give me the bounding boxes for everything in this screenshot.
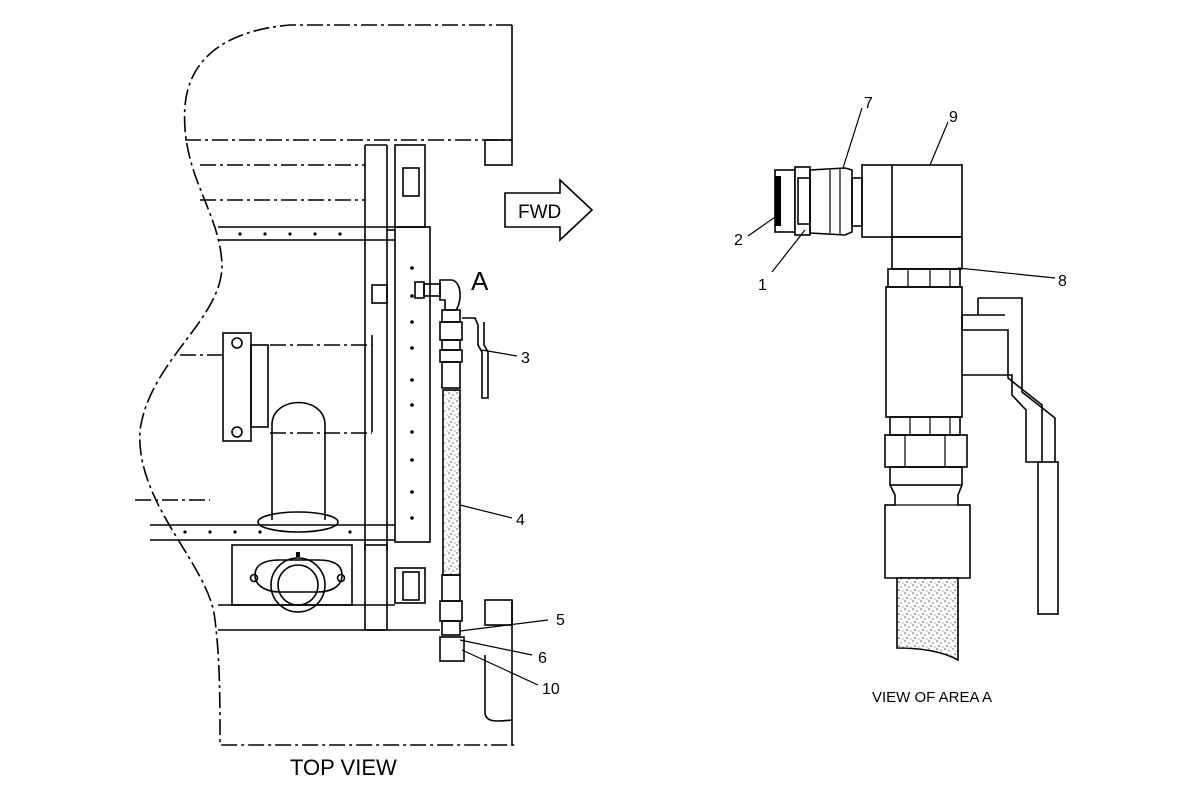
callout-6: 6 — [538, 650, 547, 667]
internal-phantom-lines — [135, 335, 373, 501]
area-a-marker: A — [471, 266, 489, 296]
callout-8: 8 — [1058, 273, 1067, 290]
adapter-stack — [774, 166, 863, 236]
port-flange — [218, 544, 440, 631]
hose-assembly — [439, 349, 465, 662]
elbow-fitting — [414, 279, 461, 311]
callout-3: 3 — [521, 350, 530, 367]
fwd-direction-arrow: FWD — [504, 178, 594, 242]
top-view-label: TOP VIEW — [290, 755, 397, 780]
ball-valve — [439, 309, 489, 399]
hose — [442, 389, 461, 576]
hex-nipple-8 — [887, 268, 961, 288]
cross-member-upper — [218, 226, 395, 241]
area-view-label: VIEW OF AREA A — [872, 689, 992, 706]
callout-10: 10 — [542, 681, 560, 698]
lower-fittings — [884, 416, 971, 579]
area-a-view: 7 9 2 1 8 VIEW OF AREA A — [734, 95, 1067, 706]
top-view: FWD A 3 4 5 6 10 TOP VIEW — [135, 24, 594, 780]
frame-phantom-outline — [139, 24, 515, 746]
callout-4: 4 — [516, 512, 525, 529]
cross-member-lower — [150, 524, 395, 541]
callout-2: 2 — [734, 232, 743, 249]
left-callouts: 3 4 5 6 10 — [459, 349, 565, 698]
callout-5: 5 — [556, 612, 565, 629]
flange-bracket — [222, 332, 269, 442]
side-plate — [371, 226, 431, 543]
callout-1: 1 — [758, 277, 767, 294]
hose-section — [896, 577, 959, 662]
fwd-label: FWD — [518, 202, 561, 223]
callout-7: 7 — [864, 95, 873, 112]
valve-body — [885, 286, 1059, 615]
vertical-pipe — [257, 401, 339, 533]
right-callouts: 7 9 2 1 8 — [734, 95, 1067, 294]
upper-frame — [185, 25, 513, 550]
callout-9: 9 — [949, 109, 958, 126]
lower-frame-right — [484, 599, 513, 745]
elbow-9 — [861, 164, 963, 270]
